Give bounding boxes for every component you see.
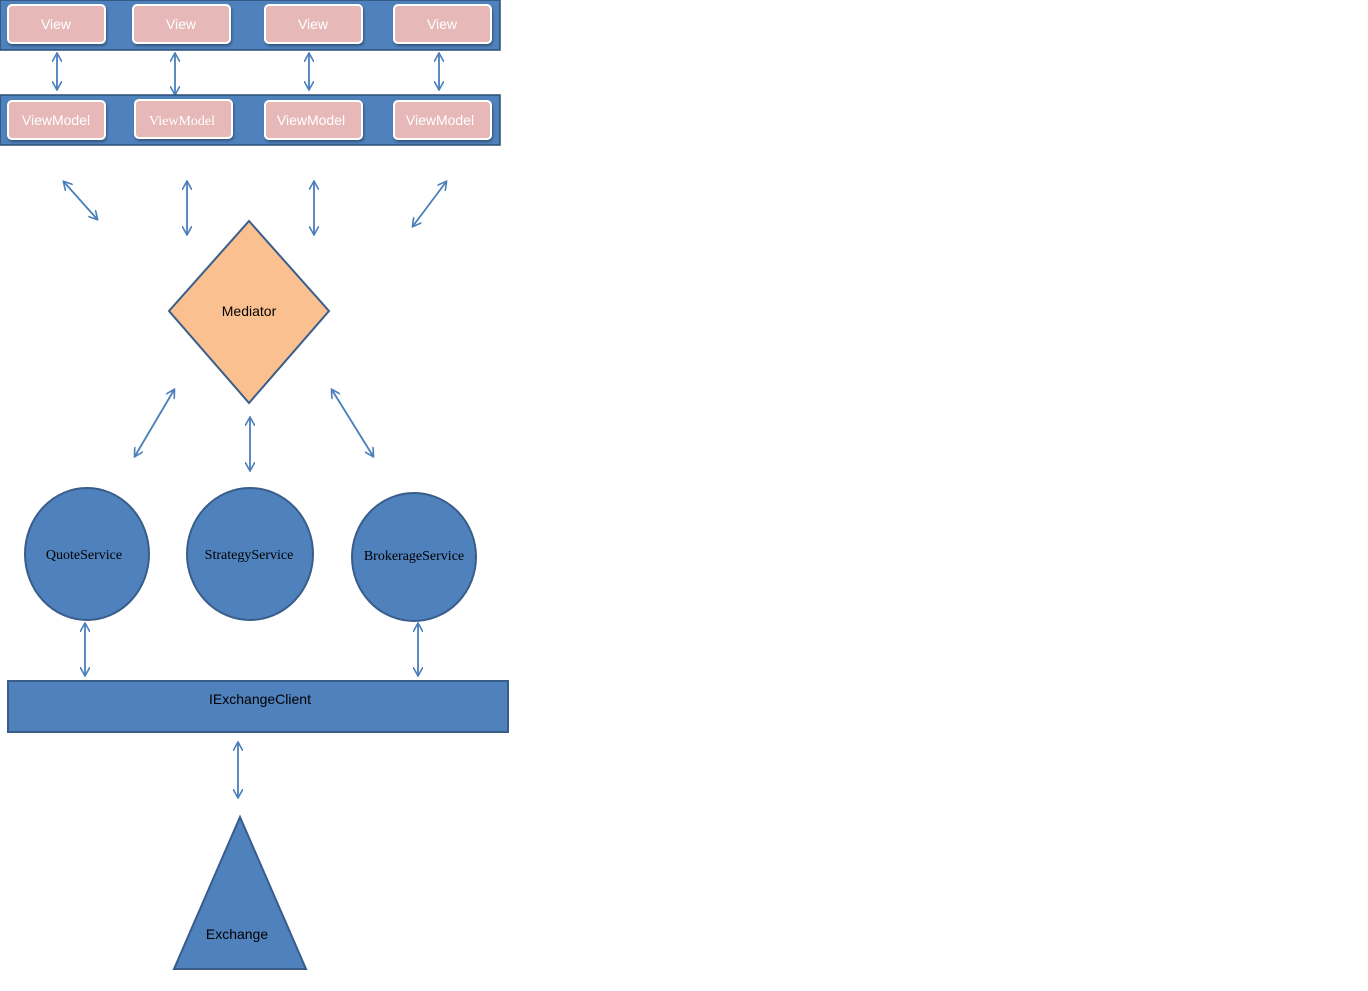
brokerage-service-label: BrokerageService [364, 549, 464, 564]
view-label: View [41, 16, 72, 32]
bidirectional-arrow [332, 390, 373, 456]
viewmodel-box[interactable]: ViewModel [7, 100, 106, 140]
strategy-service-label: StrategyService [205, 548, 294, 563]
exchange-label: Exchange [206, 926, 268, 942]
strategy-service-node[interactable]: StrategyService [186, 487, 314, 621]
exchange-node[interactable]: Exchange [172, 814, 308, 970]
service-client-arrows [85, 624, 418, 675]
view-box[interactable]: View [132, 4, 231, 44]
viewmodel-mediator-arrows [64, 182, 446, 234]
bidirectional-arrow [64, 182, 97, 219]
view-label: View [298, 16, 329, 32]
view-box[interactable]: View [393, 4, 492, 44]
mediator-diamond [167, 219, 331, 405]
exchange-client-node[interactable]: IExchangeClient [7, 680, 509, 733]
viewmodel-box[interactable]: ViewModel [134, 99, 233, 139]
view-label: View [427, 16, 458, 32]
viewmodel-label: ViewModel [277, 112, 345, 128]
mediator-service-arrows [135, 390, 373, 470]
view-box[interactable]: View [264, 4, 363, 44]
viewmodel-label: ViewModel [22, 112, 90, 128]
viewmodel-layer: ViewModel ViewModel ViewModel ViewModel [0, 94, 501, 146]
viewmodel-box[interactable]: ViewModel [393, 100, 492, 140]
brokerage-service-node[interactable]: BrokerageService [351, 492, 477, 622]
view-box[interactable]: View [7, 4, 106, 44]
view-layer: View View View View [0, 0, 501, 51]
quote-service-node[interactable]: QuoteService [24, 487, 150, 621]
quote-service-label: QuoteService [46, 548, 122, 563]
view-label: View [166, 16, 197, 32]
mediator-node[interactable]: Mediator [167, 219, 331, 405]
exchange-triangle [172, 814, 308, 970]
exchange-client-label: IExchangeClient [209, 691, 311, 707]
bidirectional-arrow [135, 390, 174, 456]
view-viewmodel-arrows [57, 54, 439, 94]
viewmodel-box[interactable]: ViewModel [264, 100, 363, 140]
viewmodel-label: ViewModel [406, 112, 474, 128]
viewmodel-label: ViewModel [149, 114, 215, 129]
bidirectional-arrow [413, 182, 446, 226]
mediator-label: Mediator [222, 303, 277, 319]
